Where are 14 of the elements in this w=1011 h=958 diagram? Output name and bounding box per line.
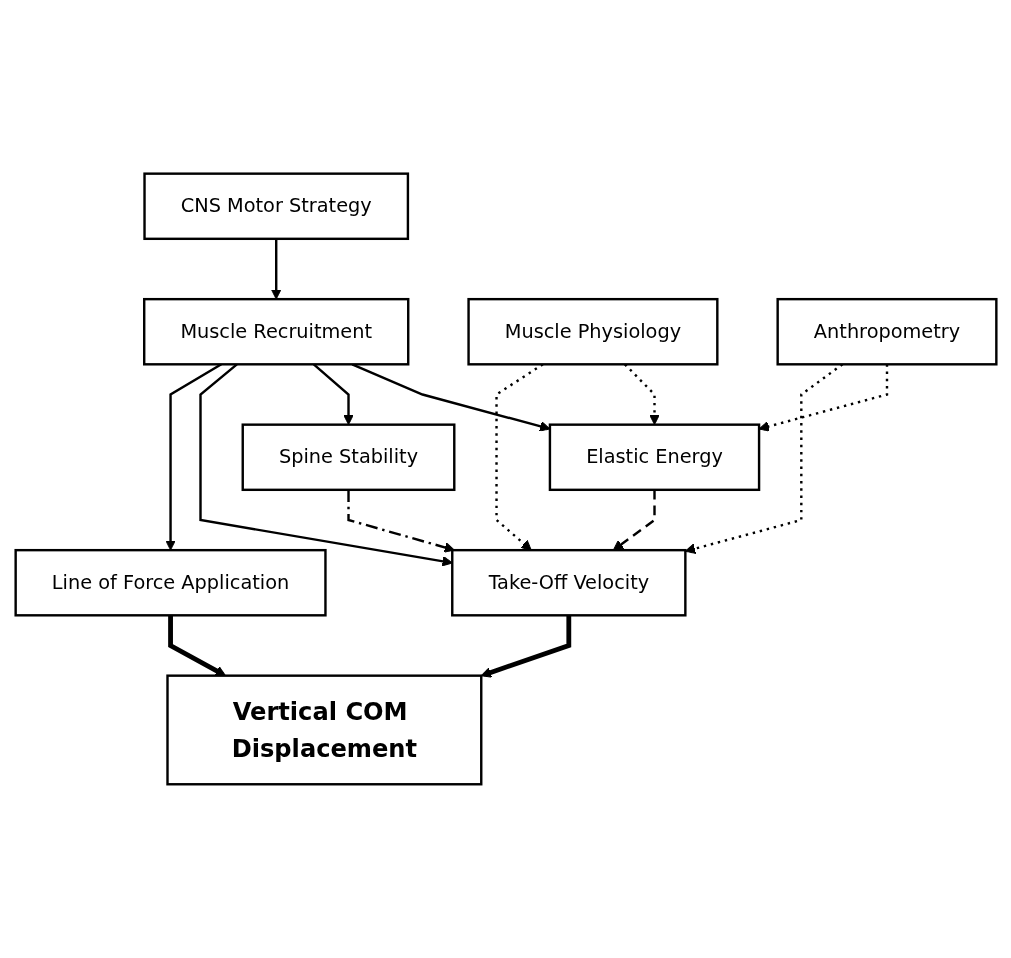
arrow — [346, 489, 455, 553]
node-box: Anthropometry — [775, 298, 998, 366]
node-box: Vertical COM Displacement — [165, 674, 482, 786]
arrow — [480, 615, 571, 678]
node-box: Line of Force Application — [13, 549, 327, 617]
arrow — [758, 364, 888, 432]
node-box: Muscle Physiology — [466, 298, 719, 366]
arrow — [612, 489, 656, 551]
node-box: Elastic Energy — [548, 423, 760, 492]
node-box: Take-Off Velocity — [450, 549, 687, 617]
node-box: Spine Stability — [241, 423, 455, 492]
node-box: CNS Motor Strategy — [142, 172, 409, 241]
arrow — [270, 238, 282, 300]
node-box: Muscle Recruitment — [142, 298, 409, 366]
